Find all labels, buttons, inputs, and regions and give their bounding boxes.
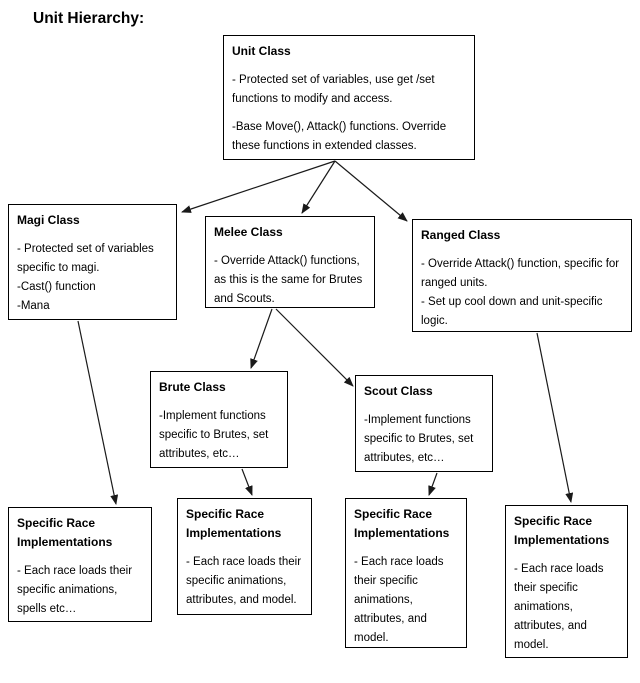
ranged-class-title: Ranged Class bbox=[421, 228, 501, 242]
arrow-unit-to-melee bbox=[301, 160, 336, 214]
melee-class-box: Melee Class - Override Attack() function… bbox=[205, 216, 375, 308]
race-impl-magi-box: Specific Race Implementations - Each rac… bbox=[8, 507, 152, 622]
race-impl-title: Specific Race Implementations bbox=[354, 507, 450, 540]
race-impl-text: - Each race loads their specific animati… bbox=[514, 563, 604, 651]
unit-class-title: Unit Class bbox=[232, 44, 291, 58]
scout-class-title: Scout Class bbox=[364, 384, 433, 398]
race-impl-text: - Each race loads their specific animati… bbox=[186, 556, 302, 606]
unit-class-box: Unit Class - Protected set of variables,… bbox=[223, 35, 475, 160]
arrow-brute-to-race-impl bbox=[241, 468, 253, 496]
magi-class-text: - Protected set of variables specific to… bbox=[17, 243, 154, 274]
scout-class-text: -Implement functions specific to Brutes,… bbox=[364, 414, 474, 464]
page-title: Unit Hierarchy: bbox=[33, 10, 145, 27]
unit-class-text: - Protected set of variables, use get /s… bbox=[232, 74, 435, 105]
melee-class-title: Melee Class bbox=[214, 225, 283, 239]
magi-class-title: Magi Class bbox=[17, 213, 80, 227]
magi-class-text: -Cast() function bbox=[17, 281, 96, 293]
magi-class-box: Magi Class - Protected set of variables … bbox=[8, 204, 177, 320]
race-impl-brute-box: Specific Race Implementations - Each rac… bbox=[177, 498, 312, 615]
race-impl-title: Specific Race Implementations bbox=[514, 514, 610, 547]
brute-class-box: Brute Class -Implement functions specifi… bbox=[150, 371, 288, 468]
ranged-class-text: - Override Attack() function, specific f… bbox=[421, 258, 620, 289]
race-impl-text: - Each race loads their specific animati… bbox=[17, 565, 133, 615]
ranged-class-text: - Set up cool down and unit-specific log… bbox=[421, 296, 603, 327]
race-impl-scout-box: Specific Race Implementations - Each rac… bbox=[345, 498, 467, 648]
race-impl-text: - Each race loads their specific animati… bbox=[354, 556, 444, 644]
unit-class-text: -Base Move(), Attack() functions. Overri… bbox=[232, 121, 447, 152]
magi-class-text: -Mana bbox=[17, 300, 50, 312]
arrow-ranged-to-race-impl bbox=[536, 332, 574, 503]
ranged-class-box: Ranged Class - Override Attack() functio… bbox=[412, 219, 632, 332]
arrow-scout-to-race-impl bbox=[428, 472, 438, 496]
arrow-unit-to-ranged bbox=[334, 160, 408, 222]
arrow-magi-to-race-impl bbox=[77, 320, 119, 505]
race-impl-ranged-box: Specific Race Implementations - Each rac… bbox=[505, 505, 628, 658]
melee-class-text: - Override Attack() functions, as this i… bbox=[214, 255, 363, 305]
race-impl-title: Specific Race Implementations bbox=[186, 507, 282, 540]
arrow-unit-to-magi bbox=[181, 160, 336, 213]
race-impl-title: Specific Race Implementations bbox=[17, 516, 113, 549]
arrow-melee-to-brute bbox=[250, 308, 273, 369]
brute-class-title: Brute Class bbox=[159, 380, 226, 394]
brute-class-text: -Implement functions specific to Brutes,… bbox=[159, 410, 269, 460]
scout-class-box: Scout Class -Implement functions specifi… bbox=[355, 375, 493, 472]
